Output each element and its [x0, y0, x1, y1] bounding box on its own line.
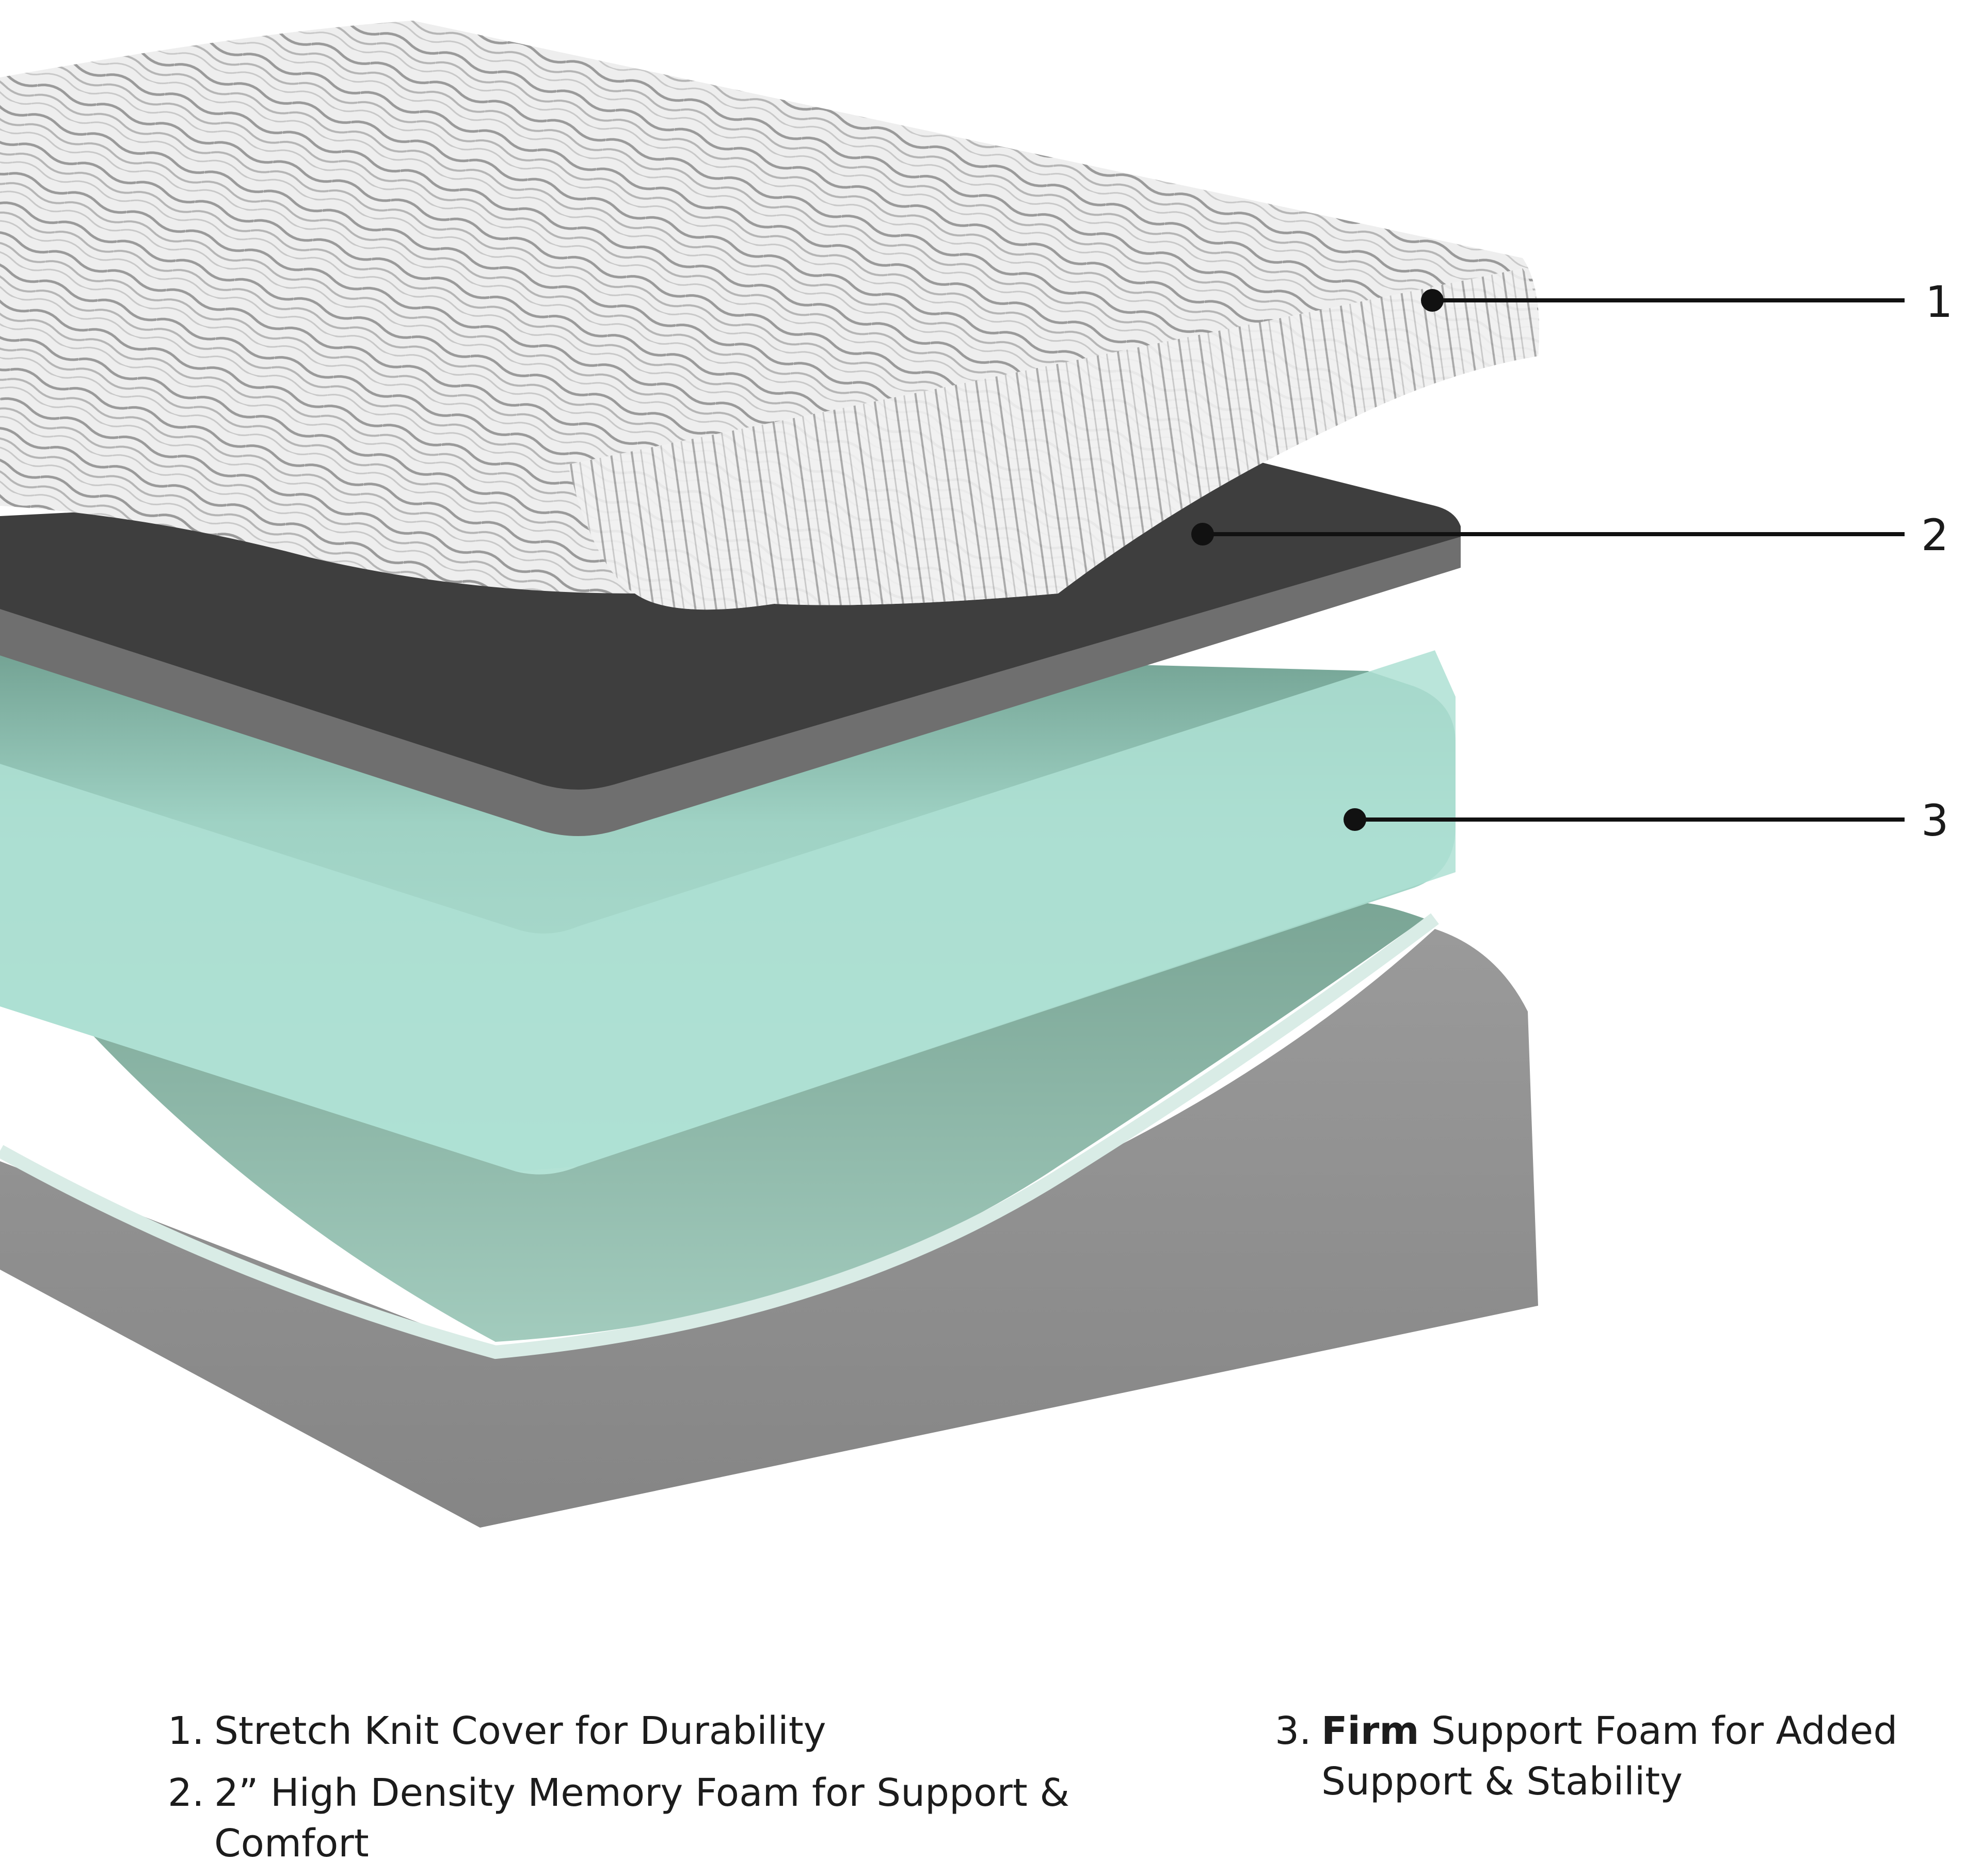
legend-text: Support Foam for Added Support & Stabili…: [1321, 1709, 1898, 1804]
legend-number: 2.: [168, 1771, 204, 1815]
legend-number: 3.: [1275, 1709, 1312, 1753]
mattress-illustration: [0, 21, 1905, 1528]
callout-number-1: 1: [1925, 277, 1953, 327]
legend-text: 2” High Density Memory Foam for Support …: [214, 1771, 1070, 1866]
callout-1: [1421, 289, 1905, 312]
legend-text-wrap: Firm Support Foam for Added Support & St…: [1321, 1706, 1961, 1807]
callout-3: [1344, 808, 1905, 831]
callout-number-2: 2: [1921, 510, 1949, 560]
legend-item-3: 3. Firm Support Foam for Added Support &…: [1275, 1706, 1961, 1807]
legend-item-1: 1. Stretch Knit Cover for Durability: [168, 1706, 1123, 1756]
callout-2: [1191, 523, 1905, 546]
legend-number: 1.: [168, 1709, 204, 1753]
legend-bold-text: Firm: [1321, 1709, 1419, 1753]
legend-text: Stretch Knit Cover for Durability: [214, 1709, 826, 1753]
callout-number-3: 3: [1921, 795, 1949, 846]
legend-left: 1. Stretch Knit Cover for Durability 2. …: [168, 1706, 1123, 1869]
knit-cover-layer: [0, 21, 1539, 610]
legend-right: 3. Firm Support Foam for Added Support &…: [1275, 1706, 1961, 1807]
legend-item-2: 2. 2” High Density Memory Foam for Suppo…: [168, 1768, 1123, 1869]
